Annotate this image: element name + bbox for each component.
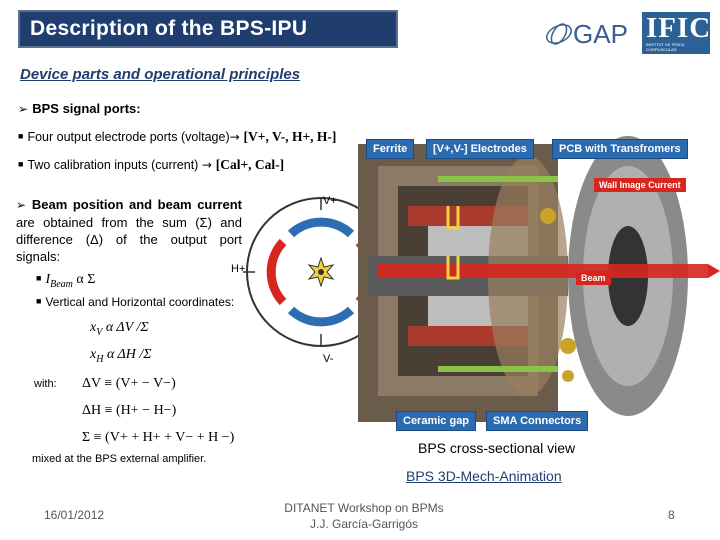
label-v-minus: V-	[323, 353, 334, 365]
beam-paragraph: ➢ Beam position and beam current are obt…	[16, 196, 242, 265]
formula-xv: xV α ΔV /Σ	[90, 320, 149, 338]
square-bullet-icon: ■	[18, 131, 24, 141]
ific-logo: IFIC INSTITUT DE FÍSICA CORPUSCULAR	[642, 12, 710, 54]
h-plus-electrode	[266, 238, 287, 306]
outputs-signals: [V+, V-, H+, H-]	[243, 129, 337, 144]
right-arrow-icon: →	[229, 130, 244, 144]
footer-workshop: DITANET Workshop on BPMs	[284, 501, 444, 515]
pcb-label: PCB with Transfromers	[552, 139, 688, 159]
v-plus-electrode	[287, 217, 355, 238]
with-label: with:	[34, 378, 57, 390]
square-bullet-icon: ■	[18, 159, 24, 169]
amplifier-note: mixed at the BPS external amplifier.	[32, 453, 207, 465]
v-minus-electrode	[287, 306, 355, 327]
gap-logo-text: GAP	[573, 19, 628, 49]
right-arrow-icon: →	[201, 158, 216, 172]
signal-ports-heading: BPS signal ports:	[32, 101, 141, 116]
formula-delta-v: ΔV ≡ (V+ − V−)	[82, 376, 176, 391]
formula-ibeam: ■IBeam α Σ	[36, 272, 96, 290]
animation-link[interactable]: BPS 3D-Mech-Animation	[406, 468, 562, 484]
sma-connectors-label: SMA Connectors	[486, 411, 589, 431]
formula-sum: Σ ≡ (V+ + H+ + V− + H −)	[82, 430, 235, 445]
beam-label: Beam	[576, 271, 611, 285]
image-caption: BPS cross-sectional view	[418, 440, 576, 456]
paragraph-rest: are obtained from the sum (Σ) and differ…	[16, 215, 242, 264]
label-h-plus: H+	[231, 263, 245, 275]
page-number: 8	[668, 508, 675, 522]
footer-date: 16/01/2012	[44, 508, 105, 522]
ferrite-label: Ferrite	[366, 139, 415, 159]
label-v-plus: V+	[323, 195, 337, 207]
wall-current-label: Wall Image Current	[594, 178, 686, 192]
bullet-calibration: ■Two calibration inputs (current) → [Cal…	[18, 157, 284, 173]
calibration-signals: [Cal+, Cal-]	[215, 157, 285, 172]
bullet-outputs: ■Four output electrode ports (voltage)→ …	[18, 129, 336, 145]
bullet-signal-ports: ➢ BPS signal ports:	[18, 101, 141, 116]
footer-author: J.J. García-Garrigós	[309, 517, 419, 531]
square-bullet-icon: ■	[36, 273, 42, 283]
slide-subtitle: Device parts and operational principles	[20, 66, 301, 83]
ific-logo-subtext: INSTITUT DE FÍSICA CORPUSCULAR	[646, 42, 685, 52]
footer-center: DITANET Workshop on BPMs J.J. García-Gar…	[282, 500, 446, 532]
square-bullet-icon: ■	[36, 296, 42, 306]
calibration-text: Two calibration inputs (current)	[27, 158, 202, 172]
outputs-text: Four output electrode ports (voltage)	[27, 130, 230, 144]
formula-delta-h: ΔH ≡ (H+ − H−)	[82, 403, 177, 418]
ceramic-gap-label: Ceramic gap	[396, 411, 477, 431]
arrow-bullet-icon: ➢	[16, 198, 32, 212]
paragraph-lead: Beam position and beam current	[31, 197, 242, 212]
formula-xh: xH α ΔH /Σ	[90, 347, 152, 365]
coordinates-bullet: ■Vertical and Horizontal coordinates:	[36, 295, 235, 309]
arrow-bullet-icon: ➢	[18, 102, 33, 116]
ific-logo-text: IFIC	[646, 12, 712, 44]
cross-section-image	[338, 126, 720, 438]
slide-title: Description of the BPS-IPU	[18, 10, 398, 48]
gap-logo: GAP	[543, 14, 639, 50]
electrodes-label: [V+,V-] Electrodes	[426, 139, 534, 159]
